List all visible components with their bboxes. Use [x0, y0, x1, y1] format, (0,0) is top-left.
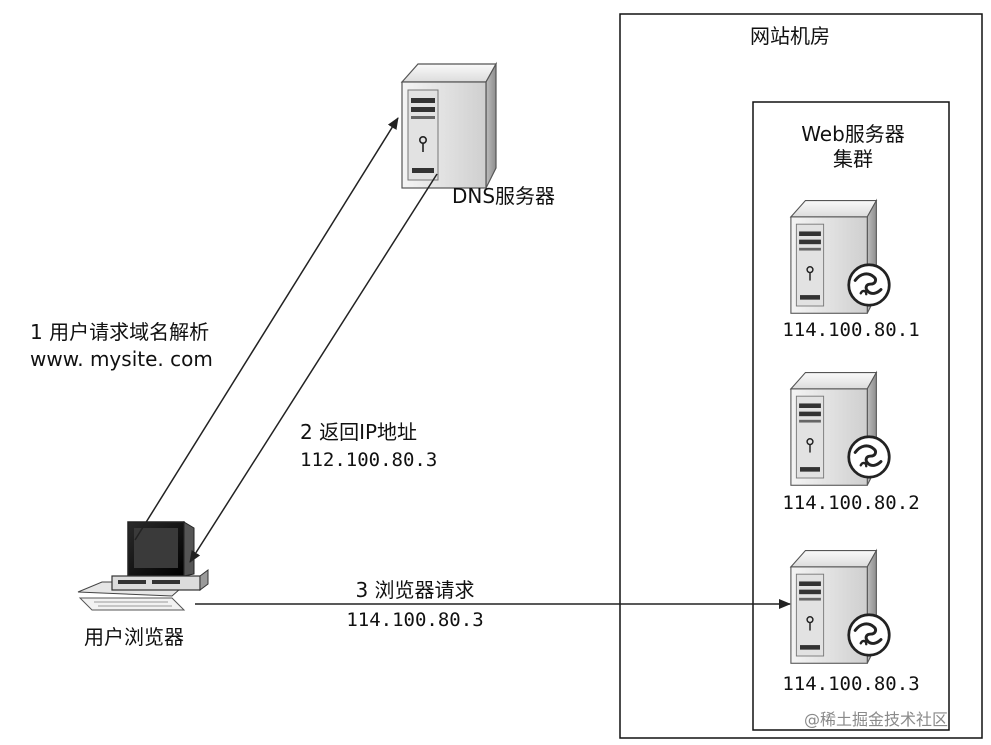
- web-cluster-label-line1: Web服务器: [801, 122, 905, 146]
- step2-text: 2 返回IP地址: [300, 420, 418, 444]
- watermark: @稀土掘金技术社区: [804, 710, 949, 729]
- globe-icon: [847, 263, 891, 307]
- step1-label: 1 用户请求域名解析 www. mysite. com: [30, 320, 213, 372]
- datacenter-label: 网站机房: [750, 24, 830, 48]
- web-server-1: [790, 199, 891, 315]
- web-server-3-ip: 114.100.80.3: [782, 673, 920, 695]
- web-cluster-label-line2: 集群: [833, 147, 873, 171]
- step2-label: 2 返回IP地址 112.100.80.3: [300, 420, 437, 473]
- globe-icon: [847, 435, 891, 479]
- web-server-2: [790, 371, 891, 487]
- web-cluster-box: [752, 101, 950, 731]
- step3-text: 3 浏览器请求: [355, 578, 475, 602]
- web-server-3: [790, 549, 891, 665]
- step1-domain: www. mysite. com: [30, 347, 213, 371]
- web-server-1-ip: 114.100.80.1: [782, 319, 920, 341]
- server-tower-icon: [401, 63, 497, 189]
- step1-text: 1 用户请求域名解析: [30, 320, 210, 344]
- arrow-dns-request: [134, 117, 399, 541]
- web-cluster-label: Web服务器 集群: [770, 122, 936, 172]
- step3-ip: 114.100.80.3: [346, 609, 484, 631]
- step3-label: 3 浏览器请求 114.100.80.3: [330, 578, 500, 633]
- datacenter-box: [619, 13, 983, 739]
- dns-server-label: DNS服务器: [452, 184, 556, 208]
- web-server-2-ip: 114.100.80.2: [782, 492, 920, 514]
- arrow-dns-response: [189, 173, 438, 563]
- step2-ip: 112.100.80.3: [300, 449, 438, 471]
- globe-icon: [847, 613, 891, 657]
- desktop-computer-icon: [77, 521, 209, 611]
- client-label: 用户浏览器: [84, 625, 184, 649]
